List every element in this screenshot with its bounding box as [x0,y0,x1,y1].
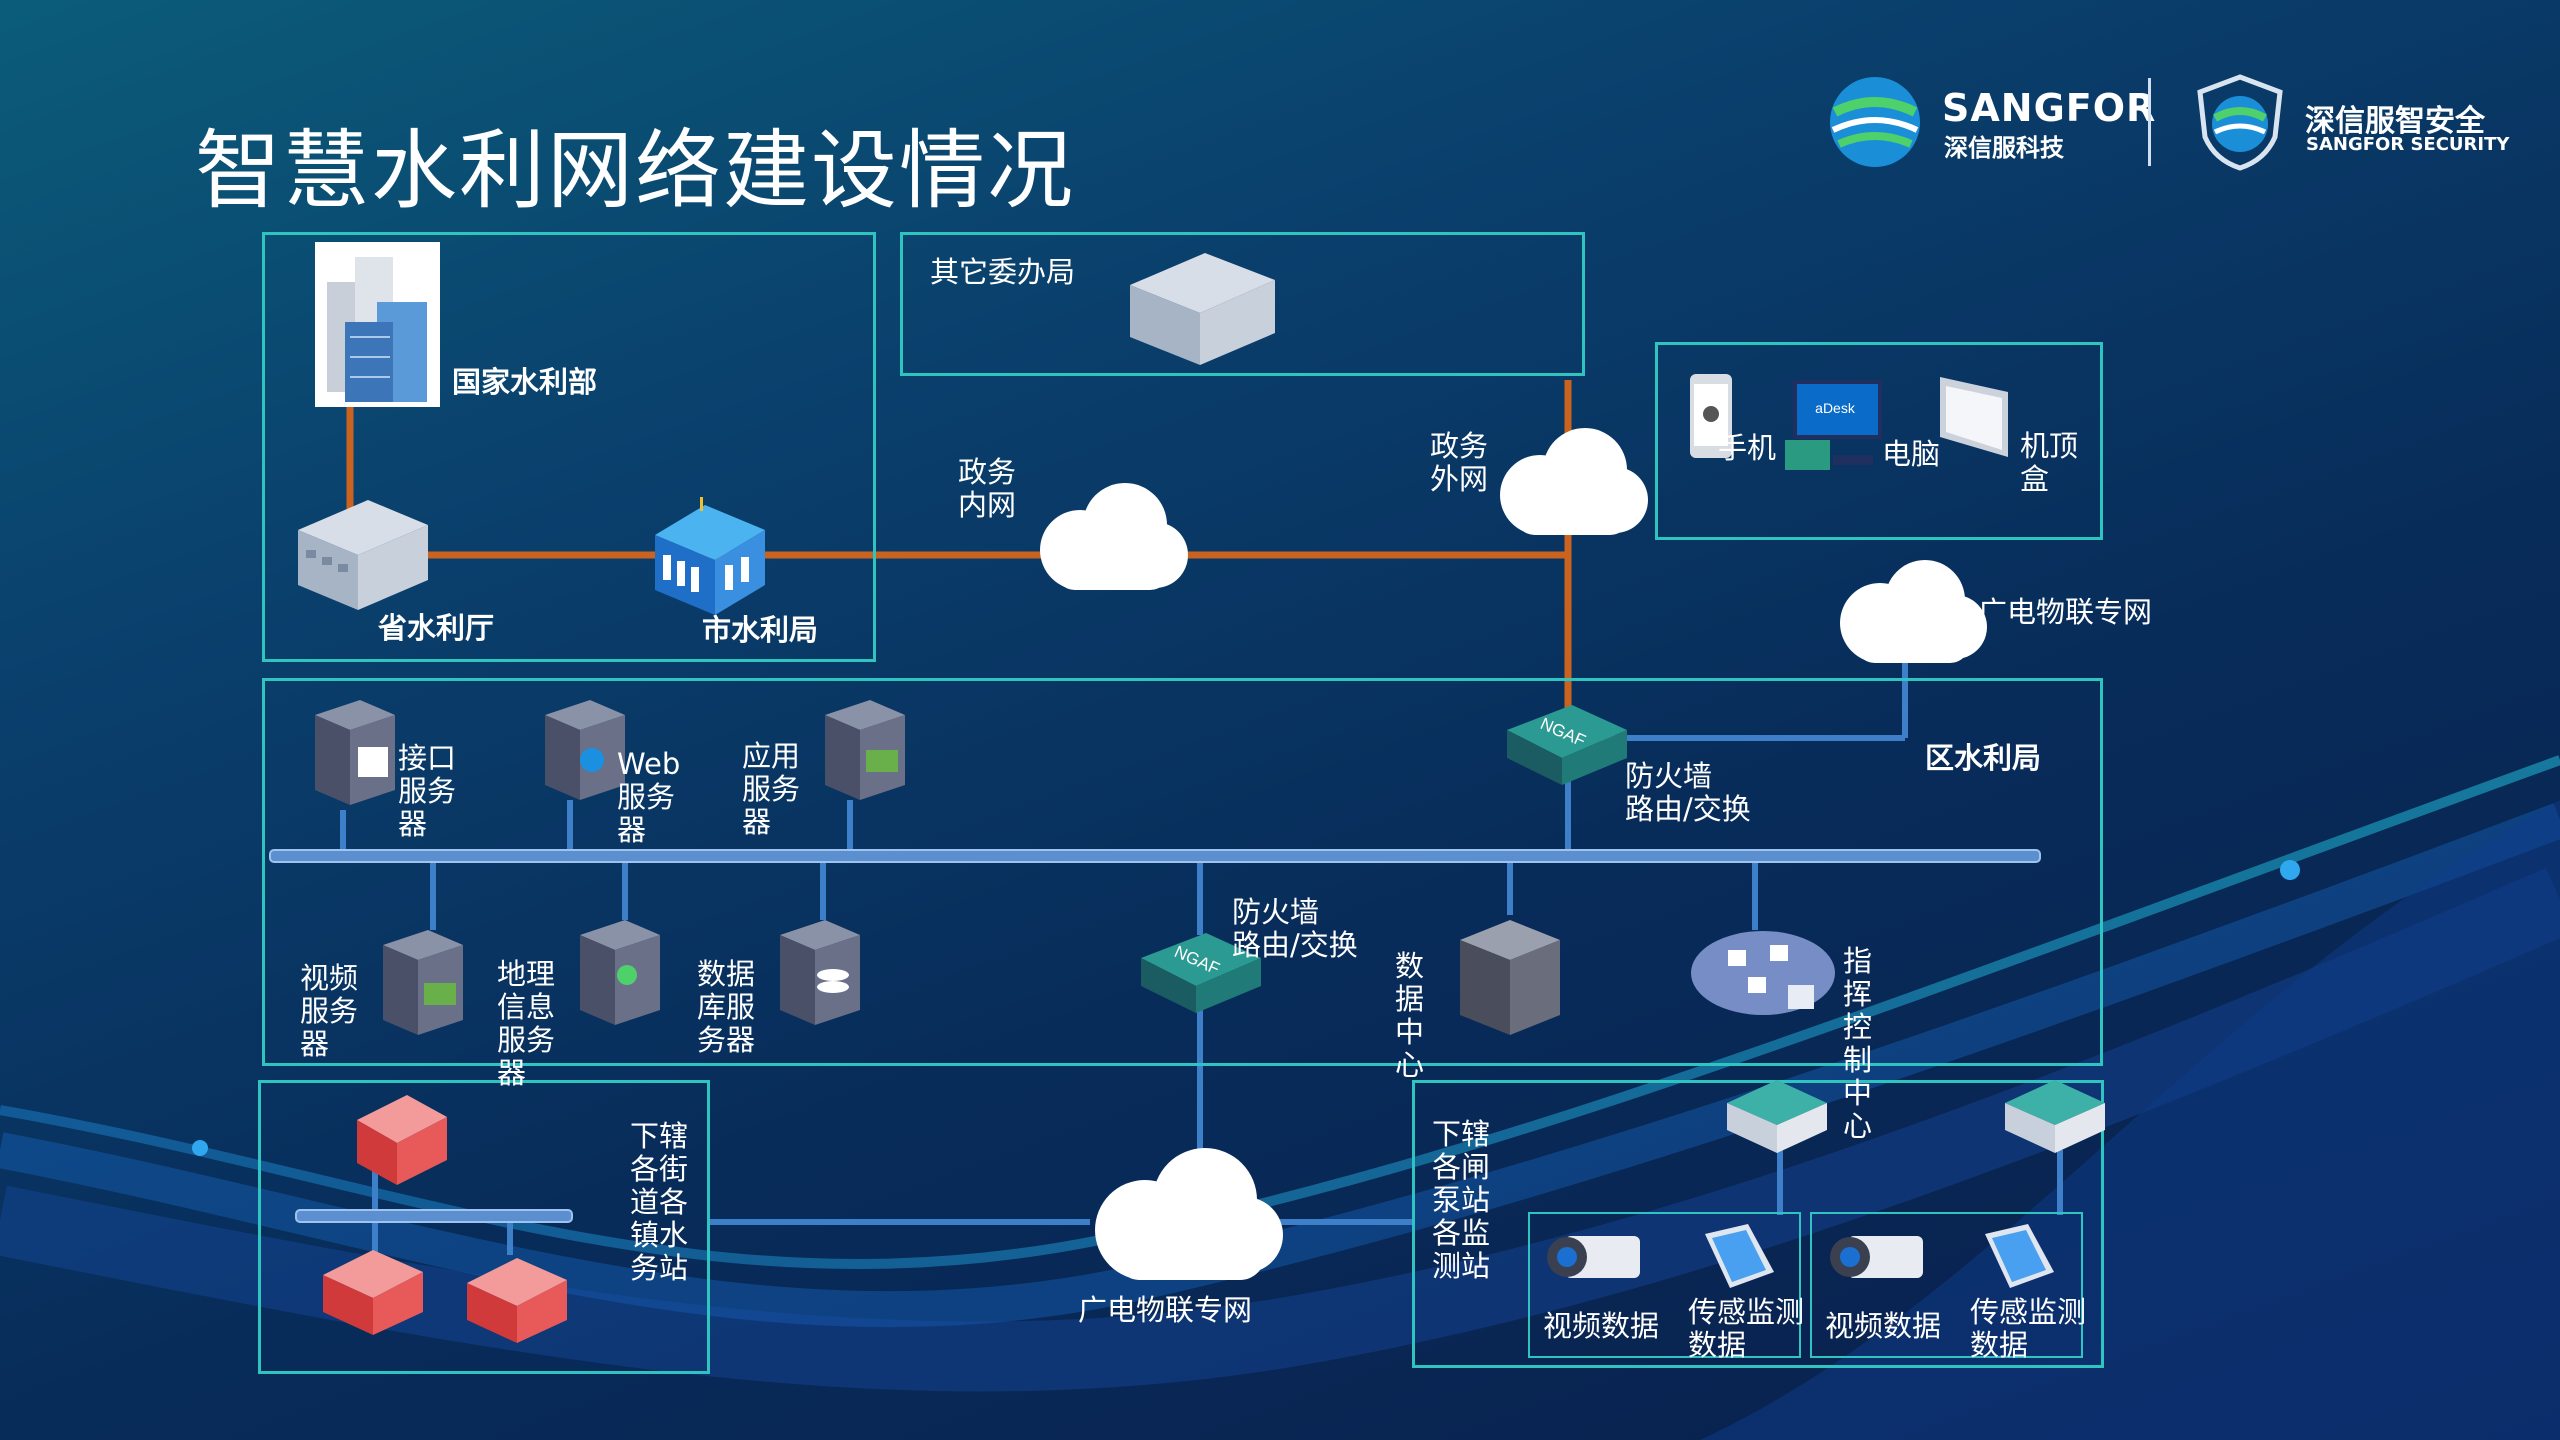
db-server-label: 数据 库服 务器 [697,957,756,1057]
command-center-icon [1691,931,1835,1015]
sensor-2-icon [1985,1224,2054,1288]
app-server-label: 应用 服务 器 [742,739,801,839]
shield-icon [2197,74,2283,171]
iot-network-bottom-cloud-icon [1095,1148,1283,1280]
firewall-mid-label: 防火墙 路由/交换 [1232,895,1358,962]
gov-intranet-cloud-icon [1040,483,1188,590]
camera-1-icon [1547,1236,1640,1278]
sangfor-name: SANGFOR [1942,86,2157,130]
iot-network-bottom-label: 广电物联专网 [1078,1293,1253,1327]
city-label: 市水利局 [702,613,819,647]
substation-building-1-icon [357,1095,447,1185]
terminals-box [1655,342,2103,540]
pc-label: 电脑 [1882,437,1941,471]
sensor-data-1-label: 传感监测 数据 [1688,1295,1805,1362]
city-building-icon [655,497,765,615]
district-box [262,678,2103,1066]
other-bureaus-building-icon [1130,253,1275,365]
security-logo [2195,72,2285,176]
substations-box [258,1080,710,1374]
video-server-icon [383,930,463,1035]
substation-building-2-icon [323,1250,423,1335]
other-bureaus-label: 其它委办局 [930,255,1076,289]
pumping-stations-label: 下辖 各闸 泵站 各监 测站 [1432,1117,1491,1283]
web-server-icon [545,700,625,800]
sangfor-logo [1825,72,1925,176]
page-title: 智慧水利网络建设情况 [195,121,1075,221]
db-server-icon [780,920,860,1025]
iot-network-top-label: 广电物联专网 [1978,595,2153,629]
sangfor-globe-icon [1830,77,1920,167]
gov-extranet-cloud-icon [1500,428,1648,535]
gis-server-icon [580,920,660,1025]
gov-extranet-label: 政务 外网 [1430,429,1489,496]
iot-network-top-cloud-icon [1840,560,1987,663]
interface-server-label: 接口 服务 器 [398,741,457,841]
datacenter-icon [1460,920,1560,1035]
stb-icon [1940,377,2008,457]
substations-label: 下辖 各街 道各 镇水 务站 [630,1119,689,1285]
security-name: 深信服智安全 [2305,104,2485,139]
stb-label: 机顶 盒 [2020,429,2079,496]
pc-screen-text: aDesk [1815,400,1856,416]
province-building-icon [298,500,428,610]
province-label: 省水利厅 [378,611,495,645]
pc-icon: aDesk [1785,380,1882,470]
command-center-label: 指 挥 控 制 中 心 [1843,944,1873,1143]
firewall-top-label: 防火墙 路由/交换 [1625,759,1751,826]
video-server-label: 视频 服务 器 [300,961,359,1061]
sangfor-sub: 深信服科技 [1944,134,2064,162]
firewall-top-icon: NGAF [1507,705,1627,785]
national-provincial-box [262,232,876,662]
pump-station-2-icon [2005,1080,2105,1153]
ministry-label: 国家水利部 [452,365,598,399]
pump-station-1-icon [1727,1080,1827,1153]
datacenter-label: 数 据 中 心 [1395,949,1425,1082]
security-sub: SANGFOR SECURITY [2306,134,2510,155]
sensor-1-icon [1705,1224,1774,1288]
sensor-data-2-label: 传感监测 数据 [1970,1295,2087,1362]
interface-server-icon [315,700,395,805]
gov-intranet-label: 政务 内网 [958,455,1017,522]
district-title: 区水利局 [1925,741,2042,775]
pumping-stations-box [1412,1080,2104,1368]
web-server-label: Web 服务 器 [617,747,681,847]
monitor-group-2 [1810,1212,2083,1358]
gis-server-label: 地理 信息 服务 器 [497,957,556,1090]
video-data-1-label: 视频数据 [1543,1309,1660,1343]
ministry-building-icon [315,242,440,407]
app-server-icon [825,700,905,800]
logo-divider [2148,78,2151,166]
video-data-2-label: 视频数据 [1825,1309,1942,1343]
monitor-group-1 [1528,1212,1801,1358]
phone-label: 手机 [1718,431,1777,465]
phone-icon [1690,374,1732,458]
other-bureaus-box [900,232,1585,376]
substation-building-3-icon [467,1258,567,1343]
firewall-mid-icon: NGAF [1141,933,1261,1013]
camera-2-icon [1830,1236,1923,1278]
